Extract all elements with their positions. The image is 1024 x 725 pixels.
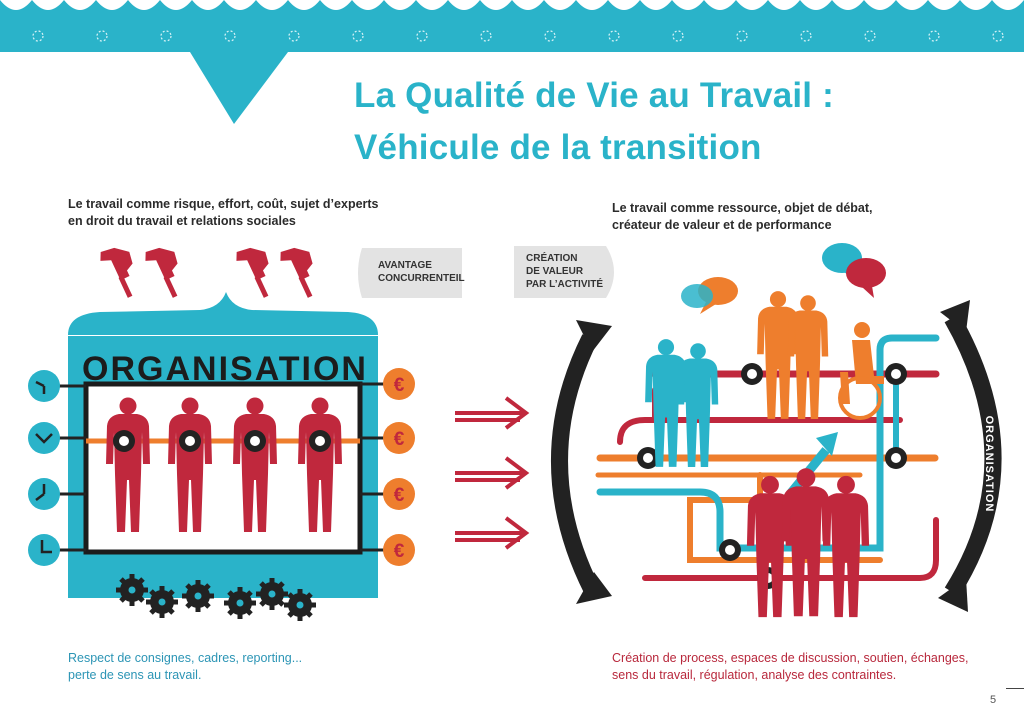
arrow-icons [455,396,530,550]
decorative-banner [0,0,1024,124]
speech-bubble-icon [681,284,713,308]
right-top-caption-line-1: Le travail comme ressource, objet de déb… [612,201,873,215]
right-bottom-caption-line-1: Création de process, espaces de discussi… [612,651,969,665]
svg-text:€: € [394,429,405,450]
svg-text:CRÉATION DE VALEUR: CRÉATION DE VALEUR PAR L’ACTIVITÉ [526,251,603,290]
left-bottom-caption-line-2: perte de sens au travail. [68,668,202,682]
tag-avantage-line-1: AVANTAGE [378,260,432,271]
clock-icon [28,478,60,510]
cycle-arrow-left [551,334,600,594]
cycle-arrow-right [944,313,1002,597]
orange-people [757,291,884,420]
speech-bubble-icon [846,258,886,298]
tag-creation [514,246,614,298]
page-number: 5 [990,694,997,706]
speech-bubble-icons [681,243,886,314]
right-bottom-caption-line-2: sens du travail, régulation, analyse des… [612,668,897,682]
svg-text:AVANTAGE CONCURRENTEIL: AVANTAGE CONCURRENTEIL [378,260,465,284]
clock-icon [28,422,60,454]
left-top-caption-line-2: en droit du travail et relations sociale… [68,214,296,228]
right-top-caption-line-2: créateur de valeur et de performance [612,218,832,232]
svg-text:€: € [394,375,405,396]
left-organisation-panel: ORGANISATION [28,240,415,621]
wheelchair-icon [838,322,884,420]
red-people [746,468,870,618]
right-top-caption: Le travail comme ressource, objet de déb… [612,200,873,234]
arrow-right-icon [455,456,530,490]
slide-title-line-2: Véhicule de la transition [354,128,762,167]
left-top-caption: Le travail comme risque, effort, coût, s… [68,196,379,230]
slide-title-line-1: La Qualité de Vie au Travail : [354,76,834,115]
cycle-label-left: ORGANISATION [573,422,585,519]
raised-fist-icons [97,240,319,298]
clock-icon [28,534,60,566]
tag-avantage-line-2: CONCURRENTEIL [378,273,465,284]
right-bottom-caption: Création de process, espaces de discussi… [612,650,968,684]
svg-text:€: € [394,485,405,506]
cycle-label-right: ORGANISATION [983,416,995,513]
page-number-rule [1006,688,1024,689]
left-bottom-caption: Respect de consignes, cadres, reporting.… [68,650,302,684]
euro-icon: € [383,368,415,400]
teal-people [645,339,719,468]
brace-shape [68,292,378,335]
tag-creation-line-3: PAR L’ACTIVITÉ [526,277,603,290]
right-organisation-panel: ORGANISATION ORGANISATION [551,243,1002,618]
clock-icons [28,370,86,566]
arrow-right-icon [455,396,530,430]
euro-icon: € [383,534,415,566]
arrow-right-icon [455,516,530,550]
tag-avantage [358,248,462,298]
euro-icon: € [383,422,415,454]
qvt-transition-diagram: ORGANISATION [28,240,1002,650]
clock-icon [28,370,60,402]
tag-creation-line-2: DE VALEUR [526,266,584,277]
euro-icon: € [383,478,415,510]
middle-transition: AVANTAGE CONCURRENTEIL CRÉATION DE VALEU… [358,246,614,550]
left-top-caption-line-1: Le travail comme risque, effort, coût, s… [68,197,379,211]
euro-icons: € € € € [360,368,415,566]
left-bottom-caption-line-1: Respect de consignes, cadres, reporting.… [68,651,303,665]
tag-creation-line-1: CRÉATION [526,251,577,264]
svg-text:€: € [394,541,405,562]
